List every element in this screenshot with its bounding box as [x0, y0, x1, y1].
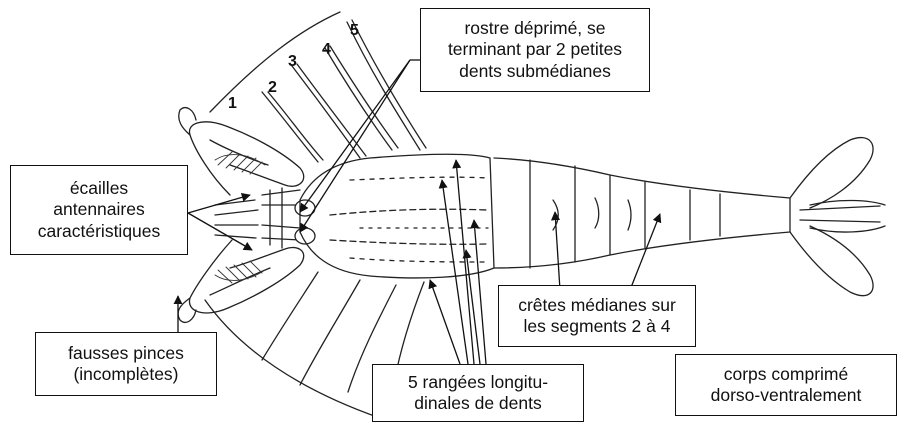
leg-number-5: 5	[350, 22, 359, 39]
leg-number-1: 1	[228, 95, 237, 112]
antenna-arc-lower	[205, 300, 380, 418]
leg-1-upper	[262, 92, 318, 162]
label-ecailles: écailles antennaires caractéristiques	[10, 165, 188, 255]
leg-number-3: 3	[288, 53, 297, 70]
claw-upper	[189, 122, 303, 195]
label-rostre: rostre déprimé, se terminant par 2 petit…	[420, 8, 650, 92]
label-rangees: 5 rangées longitu- dinales de dents	[372, 364, 584, 422]
tail-fan	[790, 138, 873, 208]
leg-4-upper	[347, 22, 420, 150]
abdomen	[494, 158, 790, 268]
leg-number-2: 2	[268, 79, 277, 96]
label-cretes: crêtes médianes sur les segments 2 à 4	[498, 285, 696, 347]
label-corps: corps comprimé dorso-ventralement	[675, 354, 897, 416]
label-fausses-pinces: fausses pinces (incomplètes)	[35, 332, 217, 396]
leg-number-4: 4	[322, 41, 331, 58]
